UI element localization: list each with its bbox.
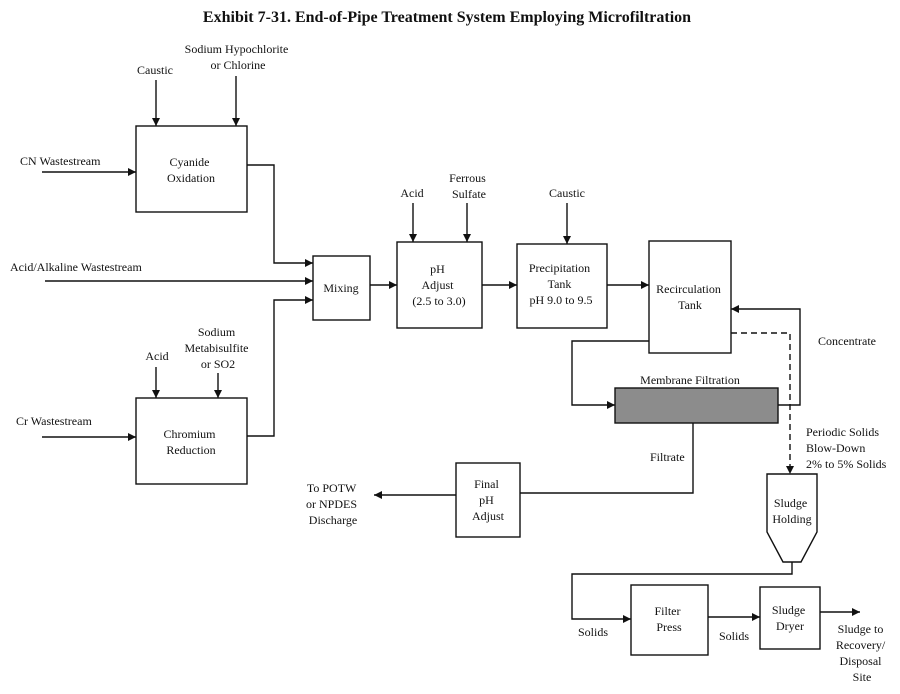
discharge-label: To POTW or NPDES Discharge xyxy=(306,481,360,527)
chromium-reduction-label: Chromium Reduction xyxy=(163,427,218,457)
chromium-metabisulfite-label: Sodium Metabisulfite or SO2 xyxy=(185,325,252,371)
concentrate-return-flow xyxy=(731,305,801,406)
ph-acid-label: Acid xyxy=(400,186,423,200)
cyanide-oxidation-box xyxy=(135,125,248,213)
filtrate-flow xyxy=(520,423,694,494)
ph-adjust-box xyxy=(396,241,483,329)
cyanide-oxidation-label: Cyanide Oxidation xyxy=(167,155,215,185)
mixing-label: Mixing xyxy=(323,281,358,295)
cr-wastestream-label: Cr Wastestream xyxy=(16,414,92,428)
ph-adjust-label: pH Adjust (2.5 to 3.0) xyxy=(412,262,465,308)
membrane-filtration-unit xyxy=(614,387,779,424)
blowdown-dashed-flow xyxy=(731,332,794,474)
sludge-disposal-label: Sludge to Recovery/ Disposal Site xyxy=(836,622,888,684)
chromium-to-mixing-flow xyxy=(247,296,313,437)
mixing-box xyxy=(312,255,371,321)
filter-press-label: Filter Press xyxy=(655,604,684,634)
sludge-dryer-box xyxy=(759,586,821,650)
diagram-title: Exhibit 7-31. End-of-Pipe Treatment Syst… xyxy=(203,9,691,26)
acid-alkaline-wastestream-label: Acid/Alkaline Wastestream xyxy=(10,260,142,274)
precipitation-tank-box xyxy=(516,243,608,329)
sludge-holding-hopper xyxy=(766,473,818,563)
sludge-to-filter-press-flow xyxy=(571,562,793,623)
filter-press-box xyxy=(630,584,709,656)
precipitation-tank-label: Precipitation Tank pH 9.0 to 9.5 xyxy=(529,261,593,307)
solids-label-1: Solids xyxy=(578,625,608,639)
recirculation-tank-label: Recirculation Tank xyxy=(656,282,724,312)
cyanide-hypochlorite-label: Sodium Hypochlorite or Chlorine xyxy=(185,42,292,72)
sludge-holding-label: Sludge Holding xyxy=(772,496,811,526)
final-ph-adjust-label: Final pH Adjust xyxy=(472,477,505,523)
cyanide-caustic-label: Caustic xyxy=(137,63,173,77)
precipitation-caustic-label: Caustic xyxy=(549,186,585,200)
solids-label-2: Solids xyxy=(719,629,749,643)
cyanide-to-mixing-flow xyxy=(247,164,313,267)
concentrate-label: Concentrate xyxy=(818,334,876,348)
chromium-acid-label: Acid xyxy=(145,349,168,363)
filtrate-label: Filtrate xyxy=(650,450,685,464)
ph-ferrous-sulfate-label: Ferrous Sulfate xyxy=(449,171,489,201)
recirculation-tank-box xyxy=(648,240,732,354)
sludge-dryer-label: Sludge Dryer xyxy=(772,603,808,633)
blowdown-label: Periodic Solids Blow-Down 2% to 5% Solid… xyxy=(806,425,887,471)
membrane-filtration-label: Membrane Filtration xyxy=(640,373,740,387)
chromium-reduction-box xyxy=(135,397,248,485)
final-ph-adjust-box xyxy=(455,462,521,538)
cn-wastestream-label: CN Wastestream xyxy=(20,154,101,168)
recirculation-to-membrane-flow xyxy=(571,340,649,409)
